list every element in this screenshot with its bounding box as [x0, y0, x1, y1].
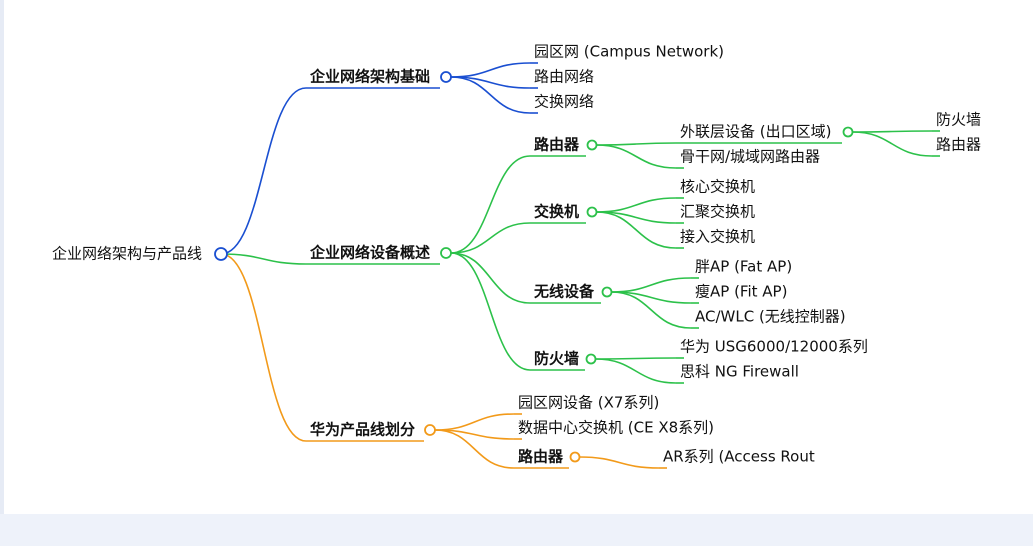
branch-0-child-1-label[interactable]: 路由网络: [534, 68, 594, 86]
branch-1-child-0-toggle-dot[interactable]: [586, 139, 598, 151]
branch-2-label[interactable]: 华为产品线划分: [310, 421, 415, 439]
branch-1-toggle-dot[interactable]: [440, 247, 452, 259]
branch-0-link: [220, 87, 307, 255]
branch-1-child-1-item-2-link: [596, 211, 677, 249]
branch-1-child-0-item-0-toggle-dot[interactable]: [842, 126, 854, 138]
branch-1-child-2-item-2-label[interactable]: AC/WLC (无线控制器): [695, 308, 846, 326]
branch-1-child-1-item-0-label[interactable]: 核心交换机: [680, 178, 755, 196]
branch-1-link: [220, 253, 307, 265]
branch-1-child-2-item-0-label[interactable]: 胖AP (Fat AP): [695, 258, 792, 276]
branch-1-child-0-item-1-label[interactable]: 骨干网/城域网路由器: [680, 148, 820, 166]
branch-1-child-2-label[interactable]: 无线设备: [533, 283, 595, 301]
branch-1-child-0-item-0-sub-0-label[interactable]: 防火墙: [936, 111, 981, 129]
branch-0-toggle-dot[interactable]: [440, 71, 452, 83]
branch-1-child-0-link: [450, 155, 531, 254]
root-toggle-dot[interactable]: [214, 247, 228, 261]
branch-1-child-3-item-1-link: [595, 358, 677, 384]
branch-1-child-3-toggle-dot[interactable]: [585, 353, 597, 365]
branch-1-child-1-item-0-link: [596, 197, 677, 213]
branch-1-child-1-label[interactable]: 交换机: [534, 203, 579, 221]
branch-2-child-0-label[interactable]: 园区网设备 (X7系列): [518, 394, 659, 412]
branch-1-child-3-item-0-label[interactable]: 华为 USG6000/12000系列: [680, 338, 868, 356]
branch-0-child-0-label[interactable]: 园区网 (Campus Network): [534, 43, 724, 61]
branch-1-child-1-toggle-dot[interactable]: [586, 206, 598, 218]
branch-1-child-0-item-0-sub-1-label[interactable]: 路由器: [936, 136, 981, 154]
branch-1-child-0-item-0-label[interactable]: 外联层设备 (出口区域): [680, 123, 831, 141]
branch-1-child-0-item-0-sub-0-link: [852, 130, 933, 133]
branch-2-child-2-item-0-label[interactable]: AR系列 (Access Rout: [663, 448, 815, 466]
branch-2-child-2-link: [434, 429, 515, 469]
branch-2-child-1-link: [434, 429, 515, 440]
branch-2-child-0-link: [434, 413, 515, 431]
bottom-band: [0, 514, 1033, 546]
branch-1-child-3-link: [450, 252, 531, 371]
branch-1-child-1-item-2-label[interactable]: 接入交换机: [680, 228, 755, 246]
branch-1-child-2-item-2-link: [611, 291, 692, 329]
branch-1-label[interactable]: 企业网络设备概述: [309, 244, 430, 262]
root-node-label[interactable]: 企业网络架构与产品线: [52, 245, 202, 263]
branch-1-child-3-label[interactable]: 防火墙: [534, 350, 579, 368]
branch-1-child-0-item-1-link: [596, 144, 677, 169]
branch-1-child-2-item-0-link: [611, 277, 692, 293]
branch-0-label[interactable]: 企业网络架构基础: [309, 68, 430, 86]
branch-1-child-0-item-0-link: [596, 142, 677, 146]
branch-1-child-3-item-1-label[interactable]: 思科 NG Firewall: [680, 363, 799, 381]
branch-0-child-2-link: [450, 76, 531, 114]
branch-1-child-0-label[interactable]: 路由器: [534, 136, 580, 154]
branch-1-child-1-link: [450, 222, 531, 254]
left-edge-strip: [0, 0, 4, 546]
branch-2-child-1-label[interactable]: 数据中心交换机 (CE X8系列): [518, 419, 714, 437]
branch-0-child-2-label[interactable]: 交换网络: [534, 93, 594, 111]
branch-0-child-0-link: [450, 62, 531, 78]
branch-2-toggle-dot[interactable]: [424, 424, 436, 436]
branch-1-child-2-toggle-dot[interactable]: [601, 286, 613, 298]
branch-2-child-2-toggle-dot[interactable]: [569, 451, 581, 463]
branch-2-child-2-item-0-link: [579, 456, 660, 469]
branch-1-child-3-item-0-link: [595, 357, 677, 360]
branch-1-child-2-item-1-label[interactable]: 瘦AP (Fit AP): [695, 283, 787, 301]
branch-2-child-2-label[interactable]: 路由器: [518, 448, 564, 466]
branch-1-child-1-item-1-label[interactable]: 汇聚交换机: [680, 203, 755, 221]
branch-2-link: [220, 253, 307, 442]
branch-1-child-2-link: [450, 252, 531, 304]
branch-1-child-0-item-0-sub-1-link: [852, 131, 933, 157]
